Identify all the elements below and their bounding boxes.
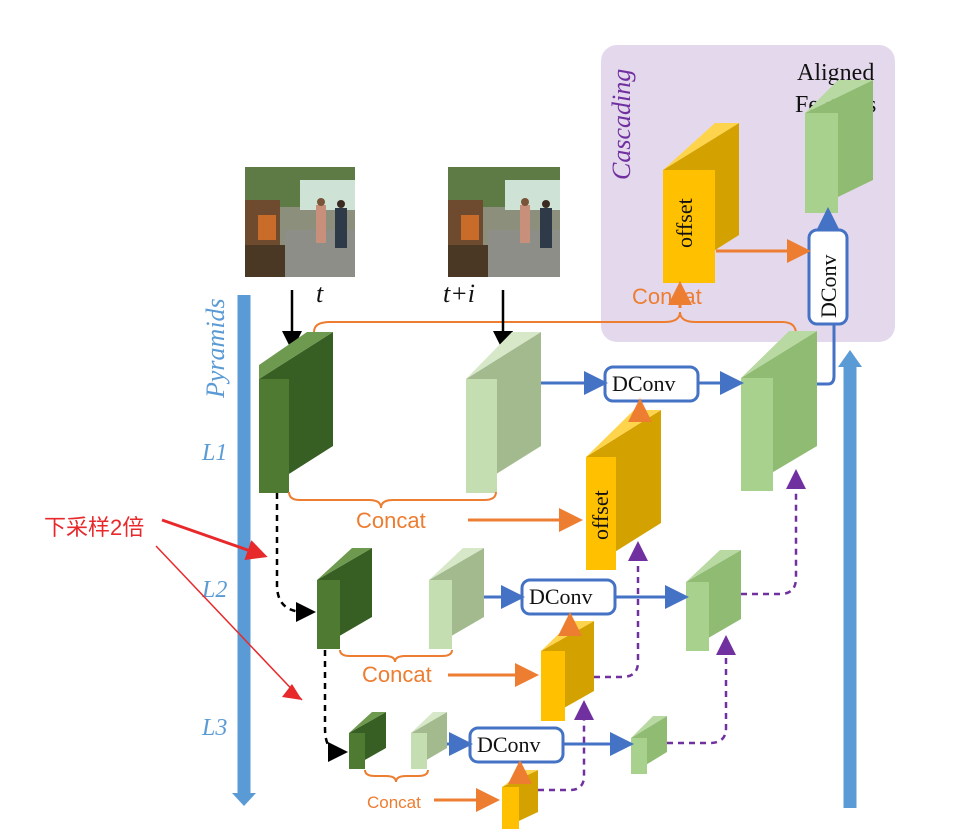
l2-aligned-feature xyxy=(686,550,741,651)
frame-t-image xyxy=(245,167,355,277)
l2-feature-t xyxy=(317,548,372,649)
l1-concat-label: Concat xyxy=(356,508,426,533)
downsample-annotation: 下采样2倍 xyxy=(44,515,144,540)
cascade-concat-label: Concat xyxy=(632,284,702,309)
l1-offset-label: offset xyxy=(588,490,613,540)
l2-concat-label: Concat xyxy=(362,662,432,687)
l3-aligned-to-l2-aligned-arrow xyxy=(667,635,736,745)
l1-feature-t xyxy=(259,332,333,493)
l1-concat-brace xyxy=(288,491,497,509)
level-l3-label: L3 xyxy=(201,715,227,741)
aligned-features-block xyxy=(805,80,873,213)
cascading-label: Cascading xyxy=(607,69,636,180)
downsample-annotation-arrow-2-head xyxy=(282,684,302,700)
pyramids-arrow-head xyxy=(232,793,256,806)
pyramids-label: Pyramids xyxy=(201,298,230,399)
cascade-offset-block: offset xyxy=(663,123,739,283)
downsample-annotation-arrow-2-line xyxy=(155,545,303,701)
l3-dconv-box: DConv xyxy=(468,726,565,764)
l1-aligned-feature xyxy=(741,331,817,491)
l1-dconv-label: DConv xyxy=(612,371,676,396)
frame-ti-image xyxy=(448,167,560,277)
downsample-l1-to-l2-arrow xyxy=(275,493,316,622)
l1-offset-block: offset xyxy=(586,410,661,570)
l2-aligned-to-l1-aligned-arrow xyxy=(741,469,806,596)
l1-feature-ti xyxy=(466,332,541,493)
l3-feature-t xyxy=(349,712,386,769)
l3-dconv-label: DConv xyxy=(477,732,541,757)
l2-concat-brace xyxy=(339,649,453,663)
upward-arrow-head xyxy=(838,350,862,367)
level-l1-label: L1 xyxy=(201,440,227,466)
l1-aligned-to-cascade-line xyxy=(817,324,836,386)
l2-offset-block xyxy=(541,621,594,721)
l2-dconv-label: DConv xyxy=(529,584,593,609)
cascade-dconv-label: DConv xyxy=(816,254,841,318)
cascade-offset-label: offset xyxy=(672,198,697,248)
l2-dconv-box: DConv xyxy=(520,578,617,616)
l3-concat-brace xyxy=(364,769,429,783)
cascade-dconv-box: DConv xyxy=(807,228,849,326)
level-l2-label: L2 xyxy=(201,577,227,603)
l2-feature-ti xyxy=(429,548,484,649)
downsample-annotation-arrow-1 xyxy=(161,518,268,560)
cascade-concat-brace xyxy=(313,311,797,335)
frame-t-label: t xyxy=(316,279,324,308)
l3-offset-block xyxy=(502,770,538,829)
frame-ti-label: t+i xyxy=(443,279,475,308)
l3-concat-label: Concat xyxy=(367,793,421,812)
l3-aligned-feature xyxy=(631,716,667,774)
l1-dconv-box: DConv xyxy=(603,365,700,403)
downsample-l2-to-l3-arrow xyxy=(323,650,348,762)
l3-feature-ti xyxy=(411,712,447,769)
